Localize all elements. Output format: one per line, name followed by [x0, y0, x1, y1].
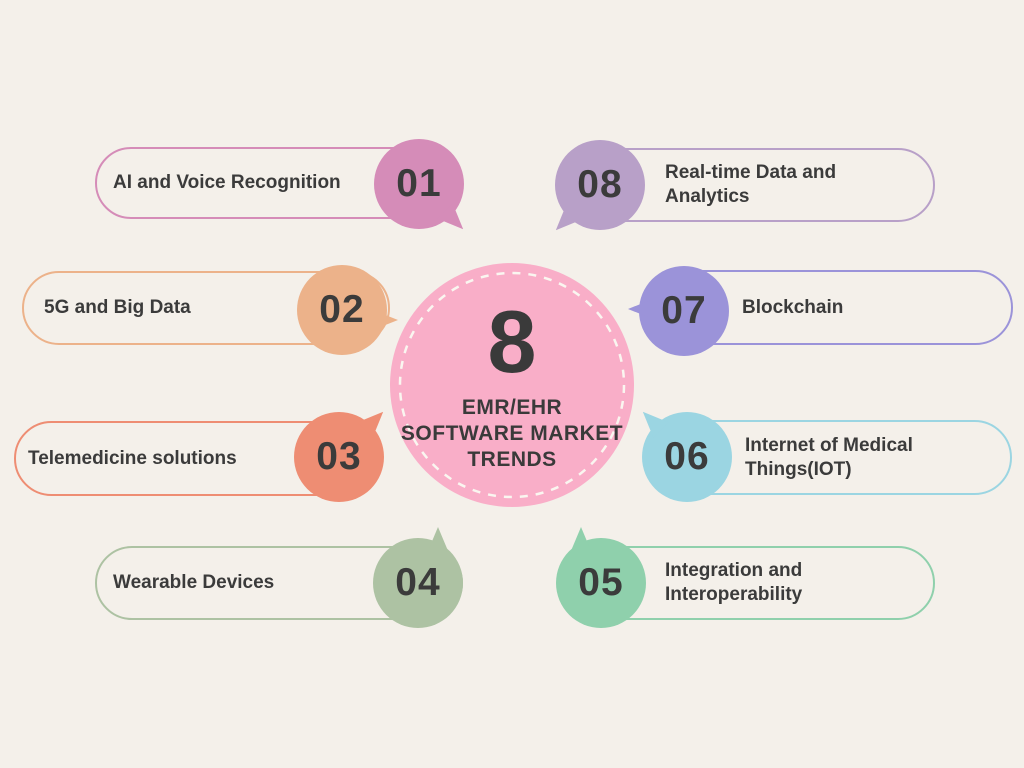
dashed-ring-icon: [398, 271, 626, 499]
bubble-tail-icon: [427, 527, 449, 553]
trend-label-04: Wearable Devices: [113, 572, 275, 594]
bubble-tail-icon: [547, 203, 584, 240]
center-title-line-1: EMR/EHR: [461, 396, 563, 420]
number-bubble-01: 01: [374, 139, 464, 229]
trend-label-05: Integration and Interoperability: [665, 560, 803, 605]
number-bubble-06: 06: [642, 412, 732, 502]
trend-label-02: 5G and Big Data: [44, 297, 191, 319]
center-title-line-3: TRENDS: [467, 447, 557, 471]
number-bubble-04: 04: [373, 527, 463, 628]
trend-number-08: 08: [577, 163, 623, 206]
trend-pill-06: Internet of Medical Things(IOT): [645, 420, 1012, 495]
center-circle: 8 EMR/EHR SOFTWARE MARKET TRENDS: [390, 263, 634, 507]
number-bubble-02: 02: [297, 265, 398, 355]
number-bubble-07: 07: [628, 266, 729, 356]
trend-label-01: AI and Voice Recognition: [113, 172, 341, 194]
trend-label-07: Blockchain: [742, 296, 844, 318]
bubble-tail-icon: [570, 527, 592, 553]
trend-label-06: Internet of Medical Things(IOT): [745, 434, 913, 480]
trend-number-03: 03: [316, 435, 362, 478]
trend-number-06: 06: [664, 435, 710, 478]
trend-label-08: Real-time Data and Analytics: [665, 162, 837, 207]
number-bubble-05: 05: [556, 527, 646, 628]
center-count: 8: [487, 291, 537, 391]
trend-pill-02: 5G and Big Data: [22, 271, 390, 345]
center-title: EMR/EHR SOFTWARE MARKET TRENDS: [401, 395, 623, 472]
bubble-tail-icon: [436, 202, 473, 239]
trend-number-01: 01: [396, 162, 442, 205]
trend-number-02: 02: [319, 288, 365, 331]
trend-label-03: Telemedicine solutions: [28, 447, 237, 469]
center-title-line-2: SOFTWARE MARKET: [400, 421, 624, 445]
bubble-tail-icon: [356, 403, 393, 440]
trend-number-05: 05: [578, 561, 624, 604]
number-bubble-03: 03: [294, 412, 384, 502]
trend-number-04: 04: [395, 561, 441, 604]
trend-number-07: 07: [661, 289, 707, 332]
bubble-tail-icon: [634, 403, 671, 440]
number-bubble-08: 08: [555, 140, 645, 230]
